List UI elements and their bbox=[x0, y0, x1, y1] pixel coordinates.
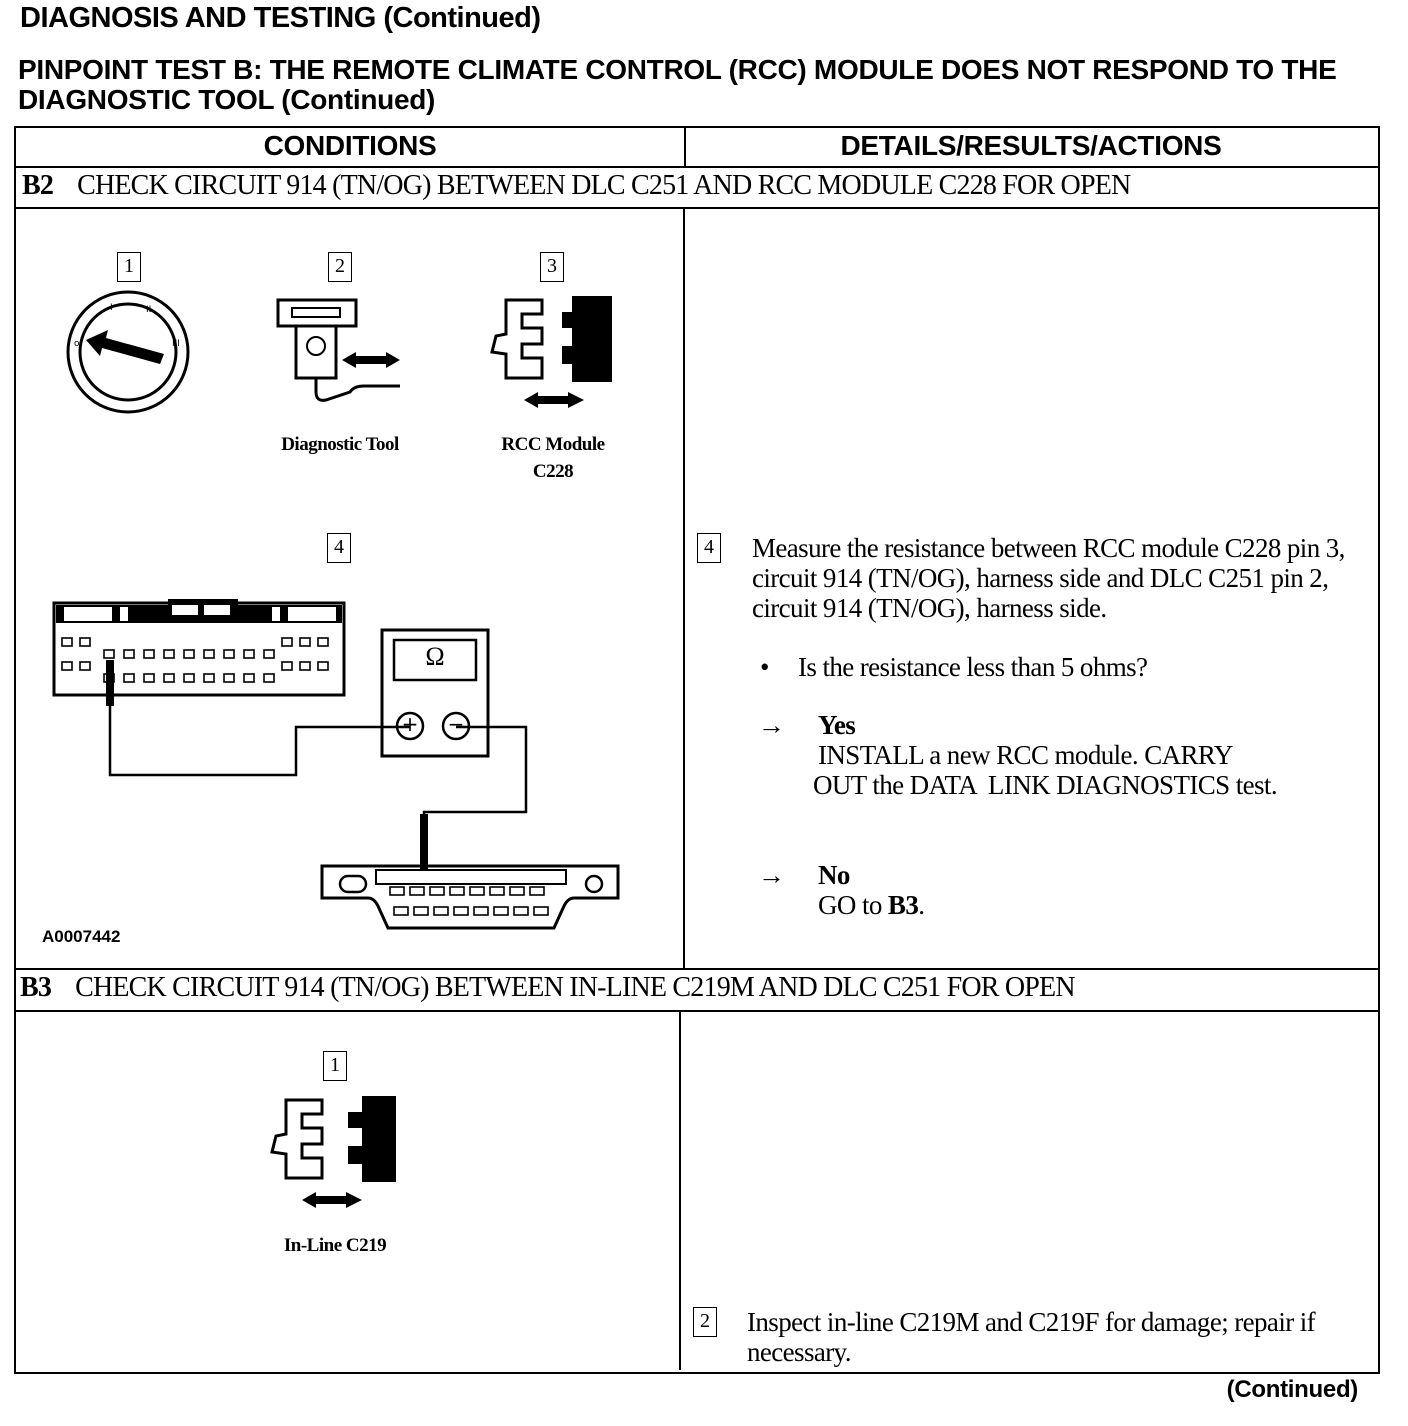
divider bbox=[679, 1010, 681, 1370]
yes-action-line-2: OUT the DATA LINK DIAGNOSTICS test. bbox=[813, 770, 1278, 800]
no-action-text: GO to bbox=[818, 890, 888, 920]
continued-footer: (Continued) bbox=[1226, 1376, 1359, 1403]
in-line-connector-caption: In-Line C219 bbox=[283, 1235, 387, 1256]
step-heading-b3: B3 CHECK CIRCUIT 914 (TN/OG) BETWEEN IN-L… bbox=[20, 972, 1076, 1004]
svg-text:o: o bbox=[74, 339, 80, 349]
ohm-symbol: Ω bbox=[425, 642, 445, 671]
no-action: GO to B3. bbox=[818, 890, 925, 920]
yes-arrow: → bbox=[758, 710, 785, 740]
ohmmeter-icon bbox=[380, 628, 490, 758]
rcc-module-caption: RCC Module C228 bbox=[480, 431, 626, 485]
minus-terminal-label: − bbox=[447, 712, 465, 736]
figure-label-1: 1 bbox=[117, 252, 141, 282]
divider bbox=[684, 126, 686, 167]
connector-icon bbox=[270, 1096, 396, 1208]
plus-terminal-label: + bbox=[401, 712, 419, 736]
figure-label-2: 2 bbox=[328, 252, 352, 282]
connector-icon bbox=[490, 296, 612, 408]
step-heading-text: CHECK CIRCUIT 914 (TN/OG) BETWEEN DLC C2… bbox=[77, 170, 1131, 201]
page-title: DIAGNOSIS AND TESTING (Continued) bbox=[20, 2, 541, 34]
svg-text:II: II bbox=[146, 305, 151, 315]
action-number: 4 bbox=[697, 533, 721, 563]
step-id: B2 bbox=[22, 170, 54, 201]
action-text: Inspect in-line C219M and C219F for dama… bbox=[747, 1307, 1316, 1367]
go-to-step-link[interactable]: B3 bbox=[887, 890, 919, 920]
step-id: B3 bbox=[20, 972, 52, 1003]
diagnostic-tool-icon bbox=[276, 298, 400, 402]
artwork-id: A0007442 bbox=[42, 927, 121, 946]
divider bbox=[14, 166, 1378, 168]
rcc-connector-face-icon bbox=[52, 599, 346, 697]
pinpoint-test-title: PINPOINT TEST B: THE REMOTE CLIMATE CONT… bbox=[18, 54, 1337, 115]
action-text: Measure the resistance between RCC modul… bbox=[752, 533, 1345, 623]
divider bbox=[14, 968, 1378, 970]
figure-label-3: 3 bbox=[540, 252, 564, 282]
pin-grid bbox=[61, 637, 329, 683]
question-bullet: • bbox=[760, 652, 769, 682]
ignition-switch-icon: o I II III bbox=[66, 290, 190, 414]
caption-line: C228 bbox=[532, 461, 574, 482]
no-action-suffix: . bbox=[918, 890, 925, 920]
test-table bbox=[14, 126, 1380, 1374]
step-heading-text: CHECK CIRCUIT 914 (TN/OG) BETWEEN IN-LIN… bbox=[75, 972, 1076, 1003]
no-arrow: → bbox=[758, 860, 785, 890]
dlc-connector-icon bbox=[320, 864, 620, 930]
yes-action-line-1: INSTALL a new RCC module. CARRY bbox=[818, 740, 1233, 770]
divider bbox=[683, 207, 685, 969]
action-number: 2 bbox=[693, 1307, 717, 1337]
divider bbox=[14, 207, 1378, 209]
yes-label: Yes bbox=[818, 710, 856, 740]
question-text: Is the resistance less than 5 ohms? bbox=[798, 652, 1148, 682]
step-heading-b2: B2 CHECK CIRCUIT 914 (TN/OG) BETWEEN DLC … bbox=[22, 170, 1131, 202]
svg-text:I: I bbox=[110, 303, 113, 313]
caption-line: RCC Module bbox=[501, 434, 605, 455]
divider bbox=[14, 1010, 1378, 1012]
column-header-details: DETAILS/RESULTS/ACTIONS bbox=[840, 130, 1222, 161]
column-header-conditions: CONDITIONS bbox=[263, 130, 437, 161]
figure-label-1: 1 bbox=[323, 1051, 347, 1081]
no-label: No bbox=[818, 860, 850, 890]
figure-label-4: 4 bbox=[327, 533, 351, 563]
svg-text:III: III bbox=[172, 339, 180, 349]
diagnostic-tool-caption: Diagnostic Tool bbox=[281, 434, 399, 455]
